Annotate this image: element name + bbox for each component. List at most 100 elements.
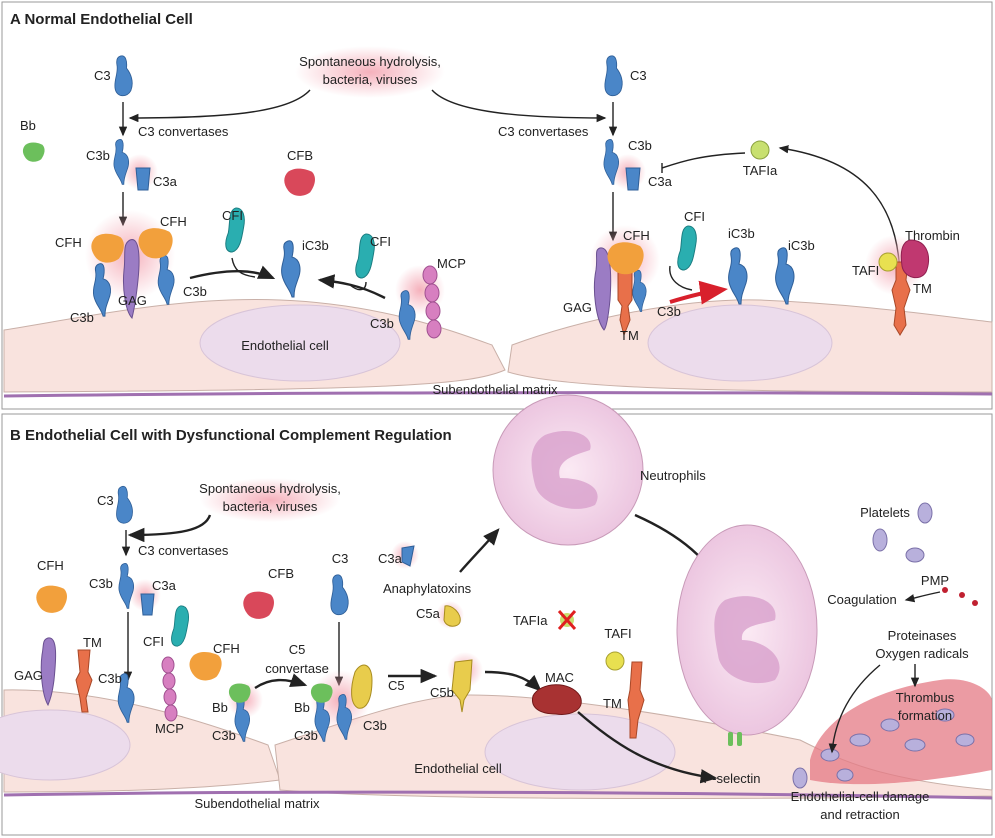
label: CFH <box>37 558 64 573</box>
label: C3 <box>630 68 647 83</box>
label: CFH <box>160 214 187 229</box>
label: Coagulation <box>827 592 896 607</box>
label: Bb <box>20 118 36 133</box>
trigger-label: Spontaneous hydrolysis, <box>199 481 341 496</box>
label: C3a <box>153 174 178 189</box>
label: and retraction <box>820 807 900 822</box>
label: TM <box>83 635 102 650</box>
label: C5 <box>289 642 306 657</box>
tm-protein <box>627 661 645 739</box>
label: Thrombin <box>905 228 960 243</box>
label: GAG <box>563 300 592 315</box>
label: Proteinases <box>888 628 957 643</box>
p-selectin-molecule <box>737 732 742 746</box>
arrow <box>484 670 542 692</box>
pmp-particles <box>942 587 978 606</box>
tm-protein <box>891 261 911 336</box>
arrow <box>577 711 718 784</box>
arrow <box>127 514 212 543</box>
gag-molecule <box>123 239 140 319</box>
trigger-label: bacteria, viruses <box>223 499 318 514</box>
subendothelial-matrix-label: Subendothelial matrix <box>194 796 320 811</box>
label: Bb <box>212 700 228 715</box>
label: TAFIa <box>743 163 778 178</box>
c3a-protein <box>140 593 155 616</box>
nucleus <box>0 709 131 781</box>
label: Thrombus <box>896 690 955 705</box>
matrix-membrane <box>3 391 993 398</box>
label: C3 <box>97 493 114 508</box>
label: MCP <box>155 721 184 736</box>
gag-molecule <box>40 637 57 707</box>
c3a-protein <box>135 167 151 191</box>
tafi-protein <box>605 651 625 671</box>
label: Bb <box>294 700 310 715</box>
thrombin-protein <box>900 239 930 279</box>
c5a-protein <box>443 605 461 627</box>
panel-a: A Normal Endothelial Cell Endothelial ce… <box>3 11 993 398</box>
label: C3b <box>370 316 394 331</box>
label: iC3b <box>302 238 329 253</box>
neutrophil-nucleus <box>714 596 780 684</box>
label: C5 <box>388 678 405 693</box>
label: C3b <box>183 284 207 299</box>
label: GAG <box>118 293 147 308</box>
label: C3a <box>152 578 177 593</box>
red-arrow <box>669 280 728 305</box>
label: GAG <box>14 668 43 683</box>
label: CFB <box>287 148 313 163</box>
inhibition-arrow <box>661 152 746 169</box>
c5-protein <box>351 664 373 709</box>
label: C3b <box>363 718 387 733</box>
label: Anaphylatoxins <box>383 581 472 596</box>
neutrophil-cell <box>492 394 644 546</box>
label: CFI <box>370 234 391 249</box>
label: C3a <box>648 174 673 189</box>
label: TM <box>620 328 639 343</box>
label: C3 <box>332 551 349 566</box>
label: C3b <box>294 728 318 743</box>
label: C3b <box>212 728 236 743</box>
label: C3a <box>378 551 403 566</box>
mcp-protein <box>422 265 442 339</box>
nucleus <box>647 304 833 382</box>
label: TAFIa <box>513 613 548 628</box>
label: iC3b <box>788 238 815 253</box>
label: iC3b <box>728 226 755 241</box>
arrow <box>459 528 500 573</box>
blocked-x-icon <box>557 610 577 630</box>
thrombus <box>810 679 992 785</box>
trigger-halo <box>295 46 445 98</box>
label: PMP <box>921 573 949 588</box>
platelets-in-thrombus <box>792 708 975 789</box>
trigger-halo <box>200 478 340 522</box>
c5b-protein <box>451 659 473 713</box>
label: Platelets <box>860 505 910 520</box>
panel-b-title: B Endothelial Cell with Dysfunctional Co… <box>10 427 452 444</box>
arrow <box>349 281 367 291</box>
label: CFB <box>268 566 294 581</box>
label: CFI <box>143 634 164 649</box>
label: Neutrophils <box>640 468 706 483</box>
neutrophil-nucleus <box>531 430 598 509</box>
tafi-protein <box>878 252 898 272</box>
tm-protein <box>75 649 93 713</box>
label: C3b <box>628 138 652 153</box>
label: CFI <box>222 208 243 223</box>
label: TAFI <box>604 626 631 641</box>
subendothelial-matrix-label: Subendothelial matrix <box>432 382 558 397</box>
label: P-selectin <box>703 771 760 786</box>
label: C3b <box>86 148 110 163</box>
label: TM <box>603 696 622 711</box>
label: CFH <box>55 235 82 250</box>
label: convertase <box>265 661 329 676</box>
panel-b: B Endothelial Cell with Dysfunctional Co… <box>0 394 993 822</box>
arrow <box>904 591 941 603</box>
arrow <box>128 89 311 123</box>
label: C5a <box>416 606 441 621</box>
arrow <box>254 673 308 690</box>
neutrophil-cell <box>676 524 818 736</box>
matrix-membrane <box>3 790 993 800</box>
platelets <box>872 502 933 563</box>
